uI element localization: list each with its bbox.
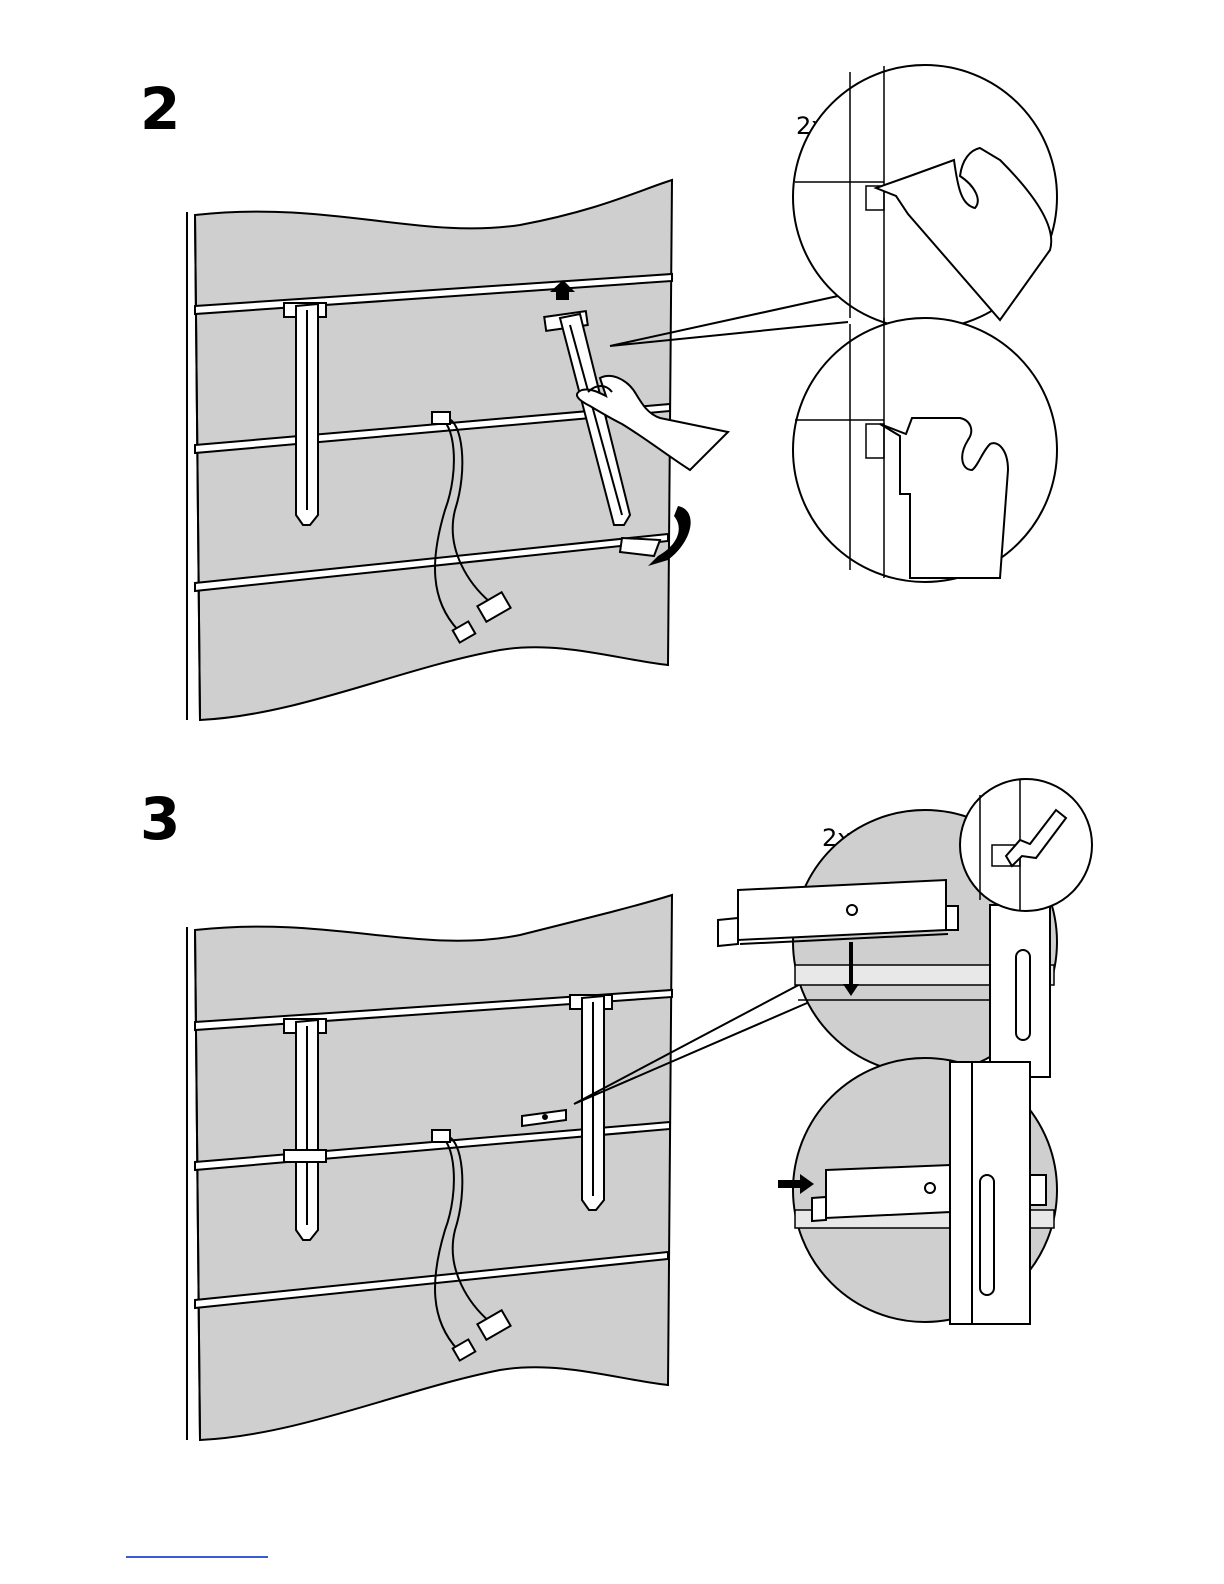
footer-link-line: [126, 1556, 268, 1558]
step-3-spacer-part-large: [718, 880, 958, 946]
step-2-detail-top: [793, 65, 1057, 329]
step-2-illustration: [0, 0, 1224, 760]
step-2-detail-bottom: [793, 318, 1057, 582]
step-2-spacer-part: [620, 538, 660, 556]
step-3-hook-detail: [960, 779, 1092, 911]
step-3-illustration: [0, 760, 1224, 1480]
step-3-detail-bottom: [778, 1058, 1057, 1324]
